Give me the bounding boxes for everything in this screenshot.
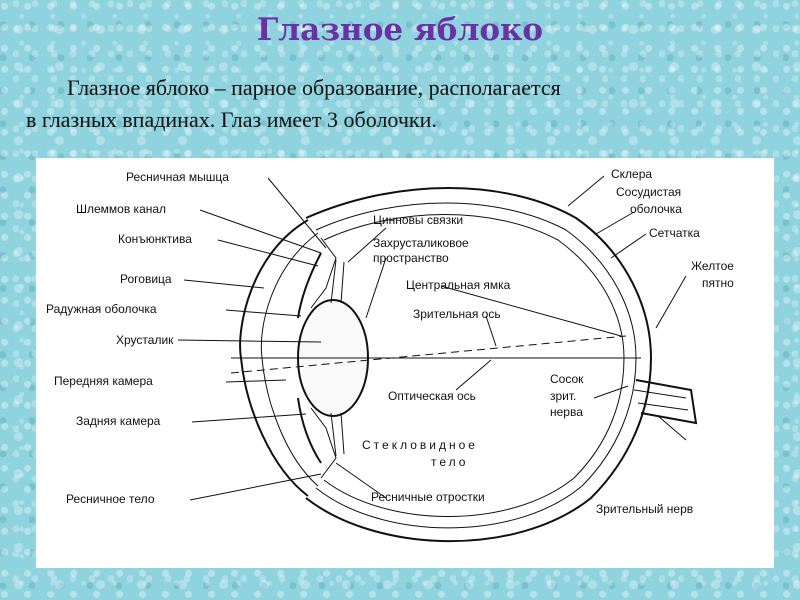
intro-line-2: в глазных впадинах. Глаз имеет 3 оболочк…	[26, 107, 437, 132]
label-macula-1: Желтое	[691, 259, 734, 273]
label-ciliary-muscle: Ресничная мышца	[126, 170, 229, 184]
label-visual-axis: Зрительная ось	[413, 307, 501, 321]
label-choroid-2: оболочка	[630, 202, 682, 216]
label-fovea: Центральная ямка	[406, 278, 511, 292]
eye-diagram: Ресничная мышца Шлеммов канал Конъюнктив…	[36, 158, 774, 568]
optic-nerve-shape	[633, 379, 698, 425]
iris-upper	[297, 252, 322, 319]
label-vitreous-2: тело	[431, 455, 468, 469]
label-retina: Сетчатка	[649, 226, 700, 240]
label-cornea: Роговица	[120, 272, 172, 286]
label-retrolental-2: пространство	[373, 251, 449, 265]
label-optical-axis: Оптическая ось	[388, 389, 476, 403]
label-conjunctiva: Конъюнктива	[118, 232, 192, 246]
label-macula-2: пятно	[702, 276, 734, 290]
label-optic-disc-2: зрит.	[550, 389, 576, 403]
intro-line-1: Глазное яблоко – парное образование, рас…	[67, 75, 561, 100]
label-posterior-chamber: Задняя камера	[76, 414, 161, 428]
label-optic-disc-3: нерва	[550, 405, 583, 419]
iris-lower	[297, 397, 322, 464]
label-ciliary-processes: Ресничные отростки	[371, 490, 485, 504]
label-retrolental-1: Захрусталиковое	[373, 236, 469, 250]
zonules-lines	[330, 259, 345, 457]
ciliary-body-lower	[310, 407, 337, 479]
visual-axis-line	[230, 335, 627, 374]
label-ciliary-body: Ресничное тело	[66, 492, 155, 506]
eye-diagram-svg: Ресничная мышца Шлеммов канал Конъюнктив…	[46, 167, 734, 543]
retina-outline	[323, 214, 625, 517]
label-iris: Радужная оболочка	[46, 302, 157, 316]
intro-paragraph: Глазное яблоко – парное образование, рас…	[26, 72, 786, 136]
slide-title: Глазное яблоко	[256, 12, 544, 48]
ciliary-body-upper	[310, 237, 337, 309]
label-sclera: Склера	[611, 167, 652, 181]
label-zonules: Цинновы связки	[373, 213, 463, 227]
label-lens: Хрусталик	[116, 333, 174, 347]
label-schlemm-canal: Шлеммов канал	[76, 202, 166, 216]
sclera-outline	[305, 187, 653, 543]
leader-lines	[177, 175, 687, 501]
label-anterior-chamber: Передняя камера	[54, 374, 153, 388]
label-optic-nerve: Зрительный нерв	[596, 502, 693, 516]
label-optic-disc-1: Сосок	[550, 372, 584, 386]
label-vitreous-1: Стекловидное	[362, 438, 478, 452]
iris-ciliary	[297, 237, 337, 479]
label-choroid-1: Сосудистая	[616, 185, 681, 199]
